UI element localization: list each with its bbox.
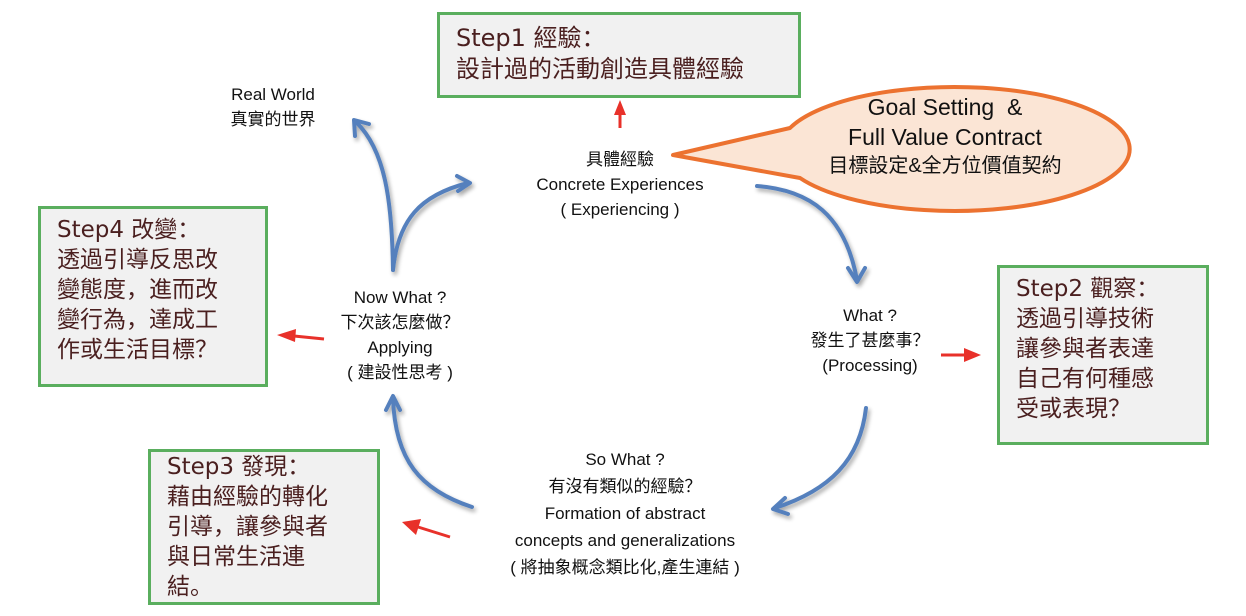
- step2-desc-line: 自己有何種感: [1016, 366, 1154, 392]
- step3-title: Step3 發現：: [167, 454, 311, 480]
- nowwhat-zh: 下次該怎麼做？: [340, 313, 460, 332]
- sowhat-sub: ( 將抽象概念類比化,產生連結 ): [510, 558, 740, 577]
- what-en: What ?: [843, 306, 897, 325]
- cycle-arrow-concrete-to-what: [755, 184, 867, 284]
- step3-box: Step3 發現： 藉由經驗的轉化 引導，讓參與者 與日常生活連 結。: [148, 449, 380, 605]
- arrow-to-step3: [402, 519, 451, 539]
- sowhat-en: So What ?: [585, 450, 665, 469]
- bubble-text: Goal Setting & Full Value Contract 目標設定&…: [780, 92, 1110, 180]
- concrete-zh: 具體經驗: [586, 150, 654, 169]
- sowhat-desc: concepts and generalizations: [514, 531, 736, 550]
- goal-setting-bubble: [671, 85, 1132, 213]
- step4-desc-line: 作或生活目標？: [57, 337, 218, 363]
- step4-title: Step4 改變：: [57, 217, 201, 243]
- what-zh: 發生了甚麼事？: [810, 331, 930, 350]
- concrete-en: Concrete Experiences: [536, 175, 704, 194]
- bubble-line-zh: 目標設定&全方位價值契約: [828, 155, 1062, 177]
- step4-desc-line: 變行為，達成工: [57, 307, 218, 333]
- node-now-what: Now What ? 下次該怎麼做？ Applying ( 建設性思考 ): [305, 285, 495, 385]
- step3-desc-line: 藉由經驗的轉化: [167, 484, 328, 510]
- nowwhat-sub: ( 建設性思考 ): [347, 363, 453, 382]
- what-sub: (Processing): [822, 356, 918, 375]
- step4-desc-line: 變態度，進而改: [57, 277, 218, 303]
- step1-title: Step1 經驗：: [456, 24, 606, 52]
- node-real-world: Real World 真實的世界: [213, 82, 333, 132]
- step4-desc-line: 透過引導反思改: [57, 247, 218, 273]
- step2-title: Step2 觀察：: [1016, 276, 1160, 302]
- step2-desc-line: 透過引導技術: [1016, 306, 1154, 332]
- step1-box: Step1 經驗： 設計過的活動創造具體經驗: [437, 12, 801, 98]
- realworld-zh: 真實的世界: [230, 110, 316, 129]
- arrow-to-step4: [277, 329, 325, 342]
- step3-desc-line: 結。: [167, 574, 213, 600]
- realworld-en: Real World: [231, 85, 315, 104]
- cycle-arrow-nowwhat-to-realworld: [352, 118, 395, 272]
- step2-desc-line: 讓參與者表達: [1016, 336, 1154, 362]
- step2-desc-line: 受或表現？: [1016, 396, 1131, 422]
- step3-desc-line: 引導，讓參與者: [167, 514, 328, 540]
- node-so-what: So What ? 有沒有類似的經驗？ Formation of abstrac…: [460, 446, 790, 581]
- bubble-line-full-value-contract: Full Value Contract: [848, 124, 1042, 150]
- concrete-sub: ( Experiencing ): [560, 200, 680, 219]
- cycle-arrow-what-to-sowhat: [771, 406, 868, 516]
- sowhat-zh: 有沒有類似的經驗？: [548, 477, 702, 496]
- step2-box: Step2 觀察： 透過引導技術 讓參與者表達 自己有何種感 受或表現？: [997, 265, 1209, 445]
- node-concrete-experience: 具體經驗 Concrete Experiences ( Experiencing…: [500, 147, 740, 222]
- node-what: What ? 發生了甚麼事？ (Processing): [770, 303, 970, 378]
- sowhat-desc: Formation of abstract: [544, 504, 706, 523]
- arrow-to-step2: [941, 348, 981, 362]
- step1-desc: 設計過的活動創造具體經驗: [456, 55, 744, 83]
- nowwhat-desc: Applying: [367, 338, 433, 357]
- cycle-arrow-nowwhat-to-concrete: [391, 174, 472, 272]
- bubble-line-goal-setting: Goal Setting &: [867, 94, 1023, 120]
- arrow-to-step1: [614, 100, 626, 128]
- step4-box: Step4 改變： 透過引導反思改 變態度，進而改 變行為，達成工 作或生活目標…: [38, 206, 268, 387]
- nowwhat-en: Now What ?: [353, 288, 447, 307]
- step3-desc-line: 與日常生活連: [167, 544, 305, 570]
- cycle-arrow-sowhat-to-nowwhat: [384, 394, 474, 509]
